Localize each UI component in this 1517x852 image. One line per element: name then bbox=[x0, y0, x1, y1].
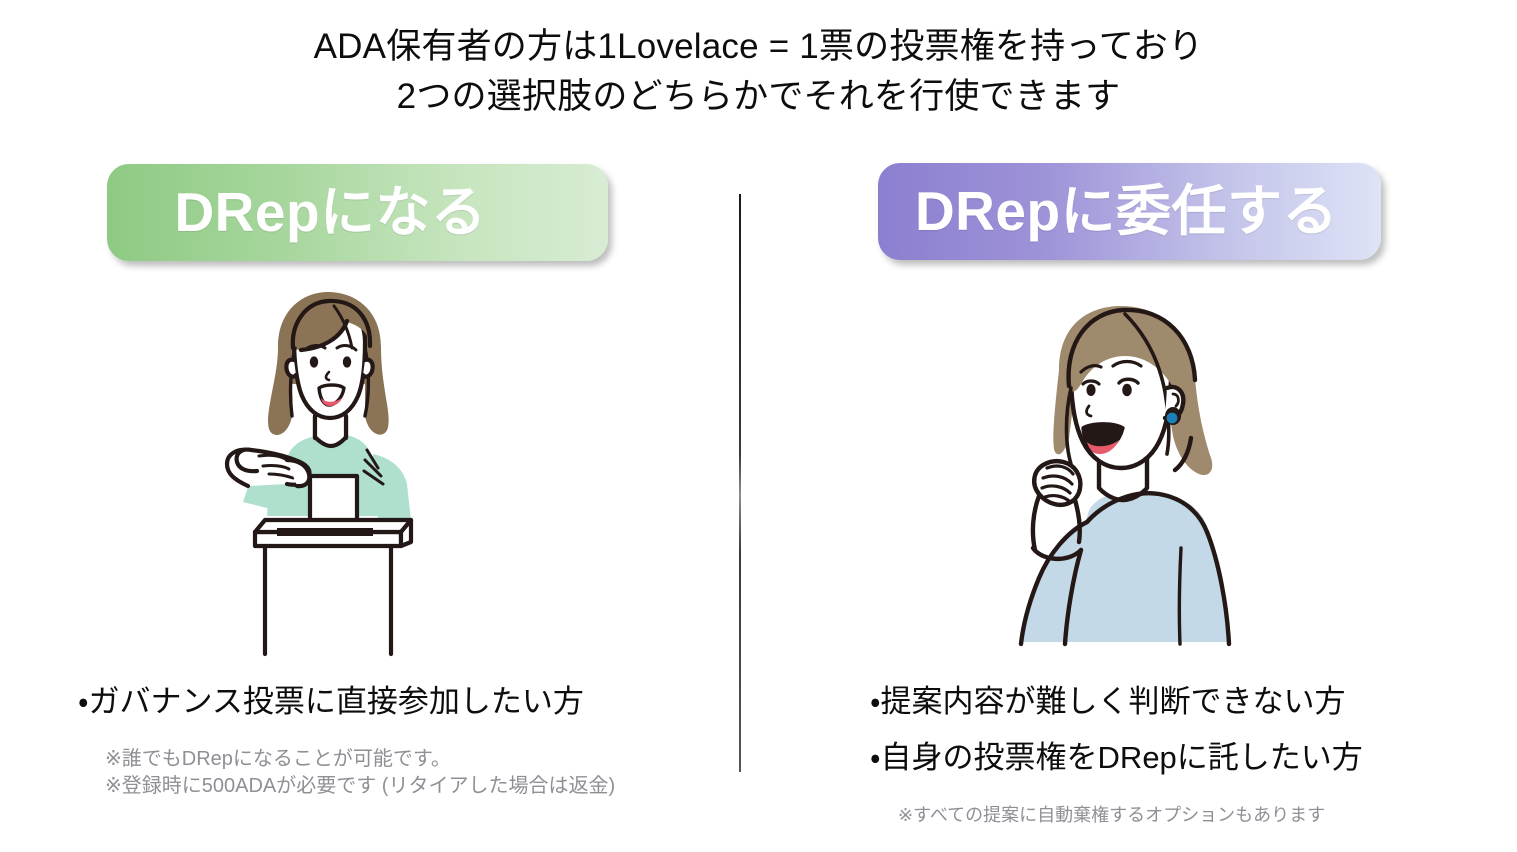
woman-thinking-icon bbox=[1018, 306, 1232, 647]
note-line: ※すべての提案に自動棄権するオプションもあります bbox=[898, 804, 1326, 825]
note-line: ※登録時に500ADAが必要です (リタイアした場合は返金) bbox=[105, 775, 616, 798]
headline-line-2: 2つの選択肢のどちらかでそれを行使できます bbox=[396, 76, 1121, 116]
woman-casting-ballot-icon bbox=[224, 292, 414, 657]
illustration-woman-thinking bbox=[995, 298, 1275, 650]
page-title: ADA保有者の方は1Lovelace = 1票の投票権を持っており 2つの選択肢… bbox=[0, 22, 1517, 121]
option-banner-delegate-to-drep: DRepに委任する bbox=[878, 163, 1381, 260]
vertical-divider bbox=[739, 194, 741, 772]
option-banner-label: DRepに委任する bbox=[914, 180, 1339, 242]
option-details-become-drep: ・ガバナンス投票に直接参加したい方 ※誰でもDRepになることが可能です。 ※登… bbox=[78, 683, 718, 801]
bullet-item: ・自身の投票権をDRepに託したい方 bbox=[870, 739, 1363, 775]
headline-line-1: ADA保有者の方は1Lovelace = 1票の投票権を持っており bbox=[313, 27, 1204, 66]
option-details-delegate-to-drep: ・提案内容が難しく判断できない方 ・自身の投票権をDRepに託したい方 ※すべて… bbox=[870, 683, 1490, 827]
note-block: ※誰でもDRepになることが可能です。 ※登録時に500ADAが必要です (リタ… bbox=[105, 746, 718, 801]
bullet-item: ・提案内容が難しく判断できない方 bbox=[870, 684, 1346, 719]
option-banner-label: DRepになる bbox=[174, 181, 487, 243]
illustration-woman-casting-ballot bbox=[215, 288, 505, 660]
option-banner-become-drep: DRepになる bbox=[107, 164, 608, 261]
note-block: ※すべての提案に自動棄権するオプションもあります bbox=[898, 803, 1490, 827]
note-line: ※誰でもDRepになることが可能です。 bbox=[105, 747, 451, 770]
bullet-item: ・ガバナンス投票に直接参加したい方 bbox=[78, 684, 584, 719]
